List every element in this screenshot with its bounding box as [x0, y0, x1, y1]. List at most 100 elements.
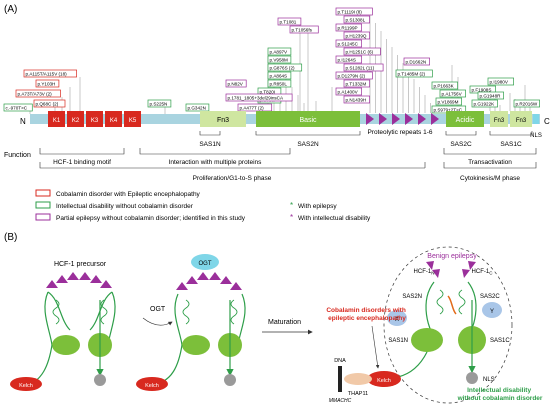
function-title: Function [4, 152, 31, 159]
variant-box [343, 79, 370, 88]
mature-structure: Benign epilepsy HCF-1N HCF-1C SAS2N SAS2… [326, 246, 543, 404]
cytokinesis-label: Cytokinesis/M phase [460, 175, 520, 182]
kelch-label-b1: Kelch [19, 383, 33, 389]
acidic-domain [446, 111, 484, 127]
variant-box [471, 99, 498, 108]
variant-label: p.H1239Q [346, 33, 367, 38]
variant-label: p.G1922K [474, 101, 496, 106]
variant-label: p.T1081 [280, 19, 297, 24]
legend-star-green: With epilepsy [298, 203, 337, 210]
variant-box [225, 79, 247, 88]
basic-domain [256, 111, 360, 127]
variant-label: p.1781_1805+3del29insCA [228, 95, 284, 100]
ogt-structure: OGT Kelch [136, 254, 246, 391]
variant-box [395, 69, 433, 78]
kelch-label-4: K4 [110, 118, 118, 124]
variant-label: p.A897V [270, 49, 289, 54]
variant-box [33, 99, 66, 108]
ogt-badge [191, 254, 219, 270]
variant-label: p.N1439H [346, 97, 367, 102]
kelch-domain-3 [86, 111, 103, 127]
variant-label: p.A1756V [442, 91, 463, 96]
dna-bar [338, 366, 342, 392]
variant-box [335, 87, 362, 96]
sas1n-blob-2 [182, 335, 210, 355]
variant-label: p.T1332M [346, 81, 367, 86]
legend-star-purple: With intellectual disability [298, 215, 371, 222]
variant-label: p.S979+2T>C [434, 107, 463, 112]
fn3-left-label: Fn3 [217, 117, 229, 124]
proteolytic-repeat-1 [366, 113, 374, 125]
variant-box [477, 91, 504, 100]
precursor-repeats [46, 272, 112, 288]
variant-label: p.T1056fs [292, 27, 313, 32]
variant-box [23, 69, 77, 78]
hcf1-binding-motif: HCF-1 binding motif [53, 159, 111, 166]
kelch-domain-5 [124, 111, 141, 127]
variant-box [35, 79, 60, 88]
intellectual-label: Intellectual disability without cobalami… [457, 387, 543, 402]
hcf1n-label: HCF-1N [414, 269, 435, 276]
intellectual-label-line-2: without cobalamin disorder [457, 395, 543, 402]
variant-label: p.T820I [260, 89, 276, 94]
mature-repeats [426, 261, 476, 278]
variant-label: p.G876S (2) [270, 65, 295, 70]
variant-label: p.D1662N [406, 59, 427, 64]
sas1n-label: SAS1N [199, 141, 221, 148]
kelch-label-b2: Kelch [145, 383, 159, 389]
dna-label: DNA [334, 358, 346, 364]
kelch-blob-2 [136, 377, 168, 391]
proteolytic-repeat-3 [392, 113, 400, 125]
variant-label: p.A115T/A115V (18) [26, 71, 68, 76]
sas1n-blob-1 [52, 335, 80, 355]
fn3-domain-right-1 [490, 111, 508, 127]
star-purple-icon: * [290, 213, 293, 222]
variant-label: p.R2016W [516, 101, 538, 106]
variant-label: p.S1282L (11) [346, 65, 375, 70]
sas1c-b-label: SAS1C [490, 338, 510, 344]
proteolytic-label: Proteolytic repeats 1-6 [367, 129, 432, 136]
sas1n-blob-3 [411, 328, 443, 352]
variant-box [335, 7, 373, 16]
variant-box [513, 99, 540, 108]
nls-blob-3 [466, 372, 478, 384]
transactivation-label: Transactivation [468, 159, 512, 166]
kelch-domain-2 [67, 111, 84, 127]
ogt-repeats [176, 272, 242, 290]
variant-label: p.I1264S [338, 57, 356, 62]
variant-box [267, 79, 292, 88]
variant-label: p.S1308L [346, 17, 366, 22]
proteolytic-repeat-4 [405, 113, 413, 125]
maturation-label: Maturation [268, 319, 301, 326]
fn3-right-1-label: Fn3 [494, 118, 505, 124]
panel-a-label: (A) [4, 4, 17, 15]
sas1n-b-label: SAS1N [388, 338, 408, 344]
variant-box [147, 99, 172, 108]
variant-label: p.V958M [270, 57, 289, 62]
kelch-label-5: K5 [129, 118, 137, 124]
proteolytic-repeats [366, 113, 439, 125]
variant-label: p.R1199P [338, 25, 358, 30]
variant-label: p.I1980V [490, 79, 509, 84]
proteolytic-repeat-6 [431, 113, 439, 125]
variant-box [335, 23, 362, 32]
variant-box [343, 63, 384, 72]
variant-label: p.N82V [228, 81, 244, 86]
legend-red: Cobalamin disorder with Epileptic enceph… [56, 191, 201, 198]
thap11-protein [344, 373, 372, 385]
kelch-label-3: K3 [91, 118, 99, 124]
ogt-badge-label: OGT [199, 261, 212, 267]
nls-blob-2 [224, 374, 236, 386]
star-green-icon: * [290, 201, 293, 210]
variant-label: p.A1400V [338, 89, 359, 94]
variant-label: p.F1908S [472, 87, 492, 92]
legend-red-swatch [35, 189, 51, 197]
sas-brackets [199, 131, 533, 136]
sas2c-b-label: SAS2C [480, 294, 500, 300]
variant-label: p.V1869M [438, 99, 459, 104]
legend-green: Intellectual disability without cobalami… [56, 203, 194, 210]
variant-box [267, 55, 292, 64]
variant-label: p.D1279N (2) [338, 73, 366, 78]
cobalamin-label: Cobalamin disorders with epileptic encep… [326, 307, 407, 322]
